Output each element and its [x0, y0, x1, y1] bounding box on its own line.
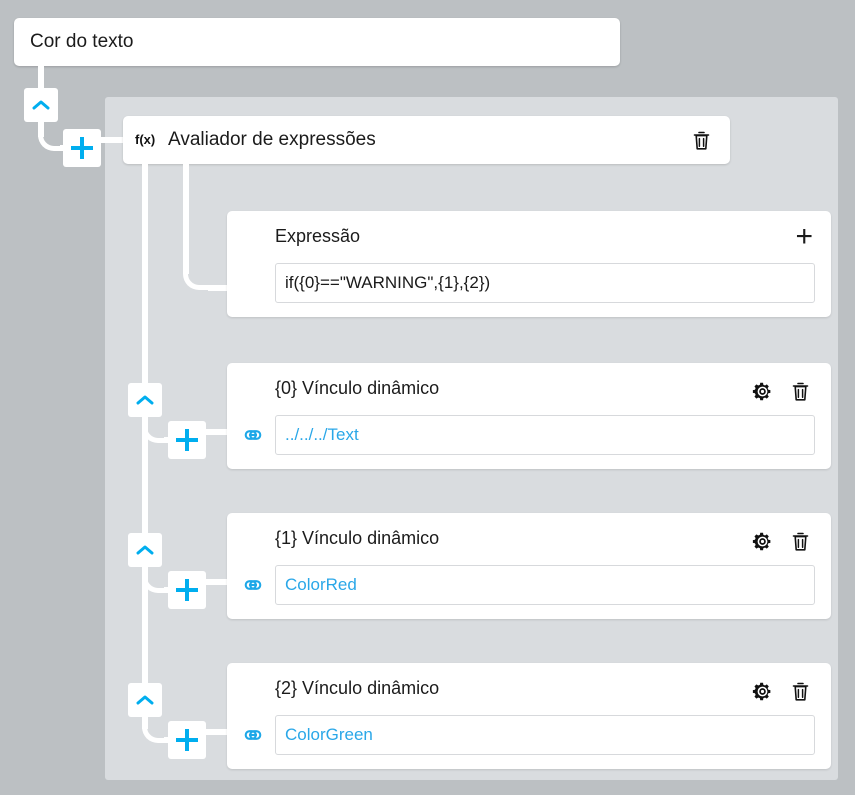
chain-link-button-1[interactable]	[239, 571, 267, 599]
chain-link-icon	[244, 430, 262, 440]
connector-elbow-tail-expression	[208, 285, 232, 291]
plus-icon	[176, 429, 198, 451]
expression-card[interactable]: Expressão + if({0}=="WARNING",{1},{2})	[227, 211, 831, 317]
chevron-up-icon	[136, 695, 154, 705]
dynamic-link-input-0[interactable]: ../../../Text	[275, 415, 815, 455]
dynamic-link-card-2[interactable]: {2} Vínculo dinâmico ColorGreen	[227, 663, 831, 769]
connector-elbow-link-1	[142, 572, 168, 593]
dynamic-link-label-0: {0} Vínculo dinâmico	[275, 378, 440, 398]
connector-plus-to-link-1	[205, 579, 231, 585]
connector-plus-to-link-2	[205, 729, 231, 735]
page-title: Cor do texto	[30, 31, 134, 52]
collapse-toggle-link-2[interactable]	[128, 683, 162, 717]
node-title-card[interactable]: Cor do texto	[14, 18, 620, 66]
connector-elbow-link-0	[142, 422, 168, 443]
gear-icon	[752, 382, 770, 400]
add-node-button-link-0[interactable]	[168, 421, 206, 459]
chain-link-button-2[interactable]	[239, 721, 267, 749]
dynamic-link-input-1[interactable]: ColorRed	[275, 565, 815, 605]
connector-elbow-link-2	[142, 722, 168, 743]
settings-button-link-0[interactable]	[751, 380, 773, 402]
delete-button-link-2[interactable]	[789, 680, 811, 702]
gear-icon	[752, 682, 770, 700]
fx-icon: f(x)	[135, 132, 156, 147]
dynamic-link-label-1: {1} Vínculo dinâmico	[275, 528, 440, 548]
connector-title-to-chevron	[38, 62, 44, 92]
delete-evaluator-button[interactable]	[690, 129, 712, 151]
evaluator-title: Avaliador de expressões	[168, 129, 376, 150]
chain-link-button-0[interactable]	[239, 421, 267, 449]
chevron-up-icon	[32, 100, 50, 110]
plus-icon	[176, 729, 198, 751]
dynamic-link-input-2[interactable]: ColorGreen	[275, 715, 815, 755]
dynamic-link-card-0[interactable]: {0} Vínculo dinâmico ../../../Text	[227, 363, 831, 469]
add-expression-button[interactable]: +	[795, 220, 813, 253]
add-node-button-link-1[interactable]	[168, 571, 206, 609]
chevron-up-icon	[136, 545, 154, 555]
connector-trunk-expression	[183, 162, 189, 274]
dynamic-link-label-2: {2} Vínculo dinâmico	[275, 678, 440, 698]
collapse-toggle-evaluator[interactable]	[24, 88, 58, 122]
evaluator-node-card[interactable]: f(x) Avaliador de expressões	[123, 116, 730, 164]
plus-icon	[71, 137, 93, 159]
settings-button-link-2[interactable]	[751, 680, 773, 702]
add-node-button-link-2[interactable]	[168, 721, 206, 759]
trash-icon	[792, 382, 808, 401]
gear-icon	[752, 532, 770, 550]
add-node-button-evaluator[interactable]	[63, 129, 101, 167]
connector-trunk-links	[142, 162, 148, 725]
settings-button-link-1[interactable]	[751, 530, 773, 552]
expression-label: Expressão	[275, 226, 361, 246]
chain-link-icon	[244, 580, 262, 590]
connector-plus-to-evaluator	[100, 137, 126, 143]
collapse-toggle-link-0[interactable]	[128, 383, 162, 417]
connector-elbow-expression	[183, 262, 213, 290]
chevron-up-icon	[136, 395, 154, 405]
delete-button-link-0[interactable]	[789, 380, 811, 402]
trash-icon	[693, 131, 709, 150]
expression-input[interactable]: if({0}=="WARNING",{1},{2})	[275, 263, 815, 303]
delete-button-link-1[interactable]	[789, 530, 811, 552]
connector-chevron-down-1	[38, 120, 44, 137]
trash-icon	[792, 532, 808, 551]
connector-elbow-1	[38, 130, 64, 151]
dynamic-link-card-1[interactable]: {1} Vínculo dinâmico ColorRed	[227, 513, 831, 619]
connector-plus-to-link-0	[205, 429, 231, 435]
collapse-toggle-link-1[interactable]	[128, 533, 162, 567]
chain-link-icon	[244, 730, 262, 740]
plus-icon	[176, 579, 198, 601]
trash-icon	[792, 682, 808, 701]
